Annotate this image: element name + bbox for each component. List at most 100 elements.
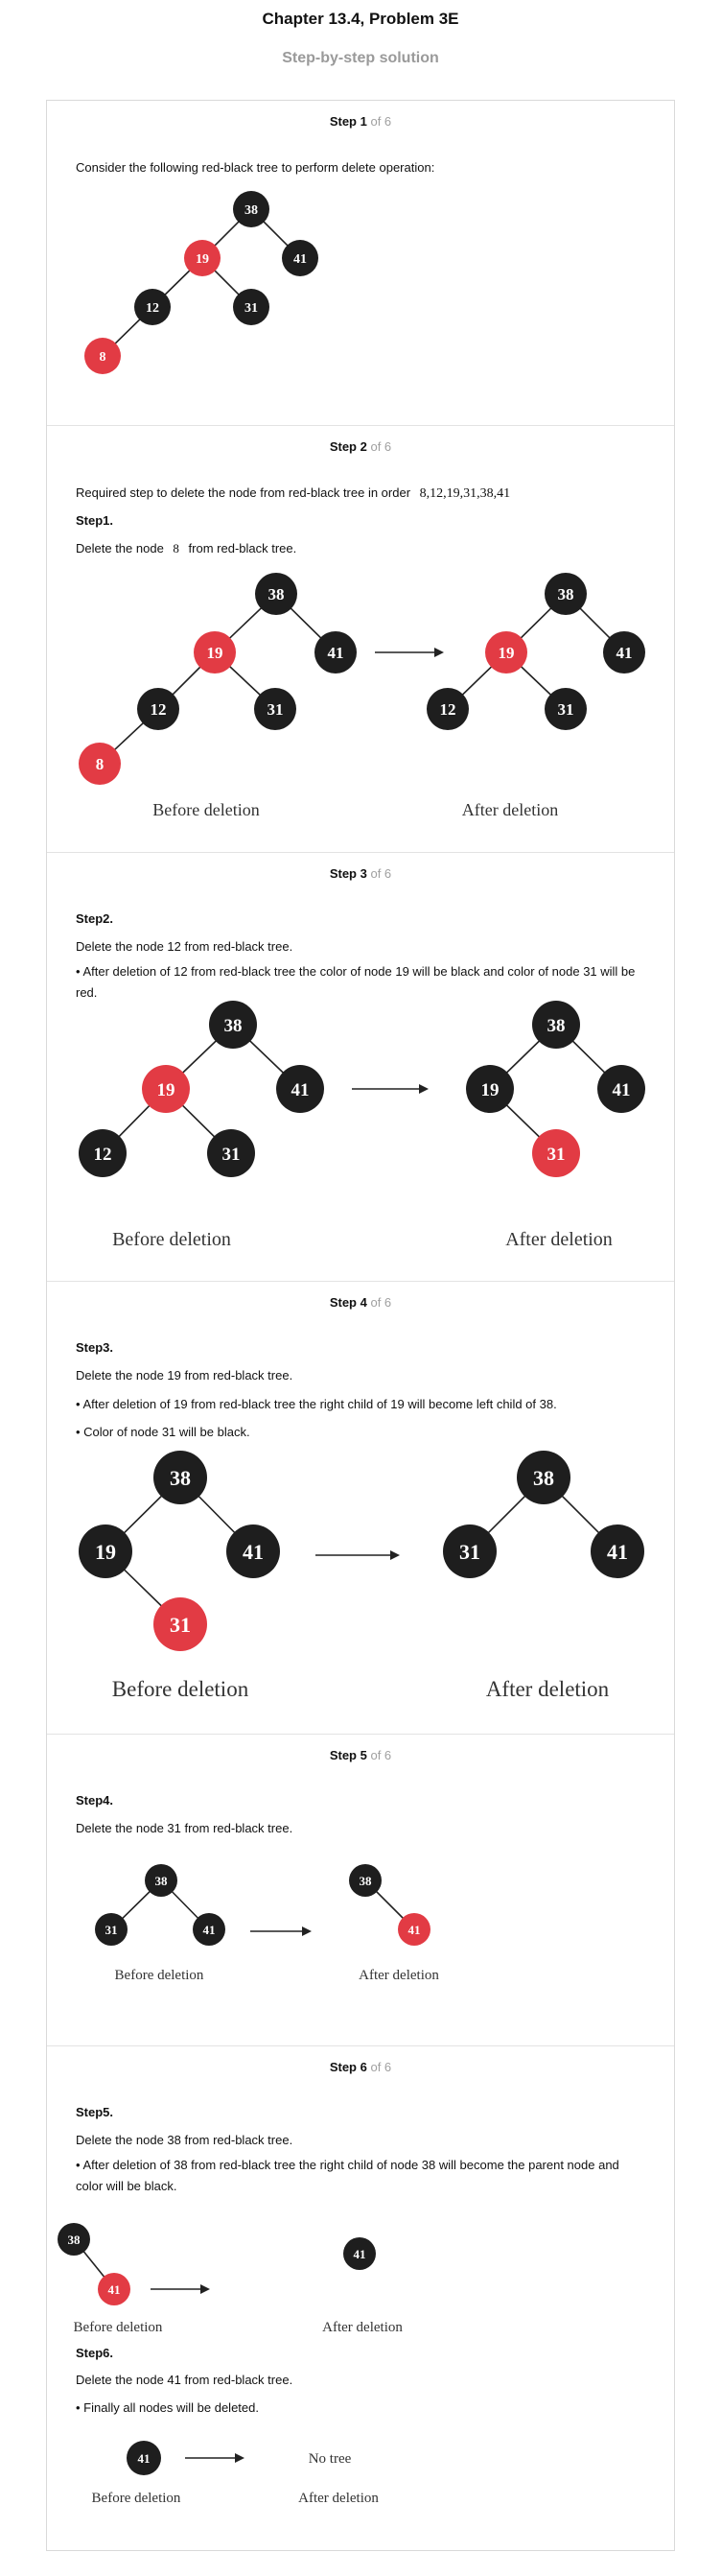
node-19: 19 (184, 240, 221, 276)
step-6-text: Delete the node 38 from red-black tree. (76, 2133, 293, 2147)
after-node-38: 38 (532, 1001, 580, 1049)
svg-text:31: 31 (105, 1923, 118, 1937)
svg-text:12: 12 (440, 700, 456, 719)
step-4-before-caption: Before deletion (112, 1677, 249, 1701)
svg-text:38: 38 (558, 585, 574, 603)
svg-text:41: 41 (243, 1540, 264, 1564)
svg-text:12: 12 (146, 301, 159, 316)
node-38: 38 (233, 191, 269, 227)
before-node-38: 38 (209, 1001, 257, 1049)
before-node-12: 12 (137, 688, 179, 730)
before-node-31: 31 (207, 1129, 255, 1177)
before-node-41: 41 (226, 1524, 280, 1578)
step-4-substep: Step3. (76, 1340, 114, 1355)
svg-text:19: 19 (196, 252, 209, 267)
svg-text:41: 41 (613, 1080, 631, 1100)
svg-text:41: 41 (293, 252, 307, 267)
svg-text:8: 8 (96, 755, 105, 773)
step-6-diagram-a: 38 41 41 Before deletion After deletion (58, 2223, 403, 2335)
svg-text:31: 31 (547, 1145, 566, 1165)
step-6-label: Step 6 (329, 2060, 367, 2074)
step-2-after-caption: After deletion (462, 800, 558, 819)
after-node-38: 38 (349, 1864, 382, 1897)
no-tree-label: No tree (309, 2451, 352, 2467)
step-2-intro-text: Required step to delete the node from re… (76, 485, 411, 500)
svg-text:19: 19 (207, 644, 223, 662)
arrow-icon (375, 648, 444, 657)
svg-text:41: 41 (408, 1923, 421, 1937)
svg-text:12: 12 (151, 700, 167, 719)
svg-text:41: 41 (203, 1923, 216, 1937)
step-1-of: of 6 (370, 114, 392, 129)
step-2-intro: Required step to delete the node from re… (76, 485, 510, 502)
svg-text:41: 41 (607, 1540, 628, 1564)
node-41: 41 (282, 240, 318, 276)
after-node-41: 41 (597, 1065, 645, 1113)
step-4-section: Step 4 of 6 Step3. Delete the node 19 fr… (47, 1281, 674, 1735)
step-6-substep: Step5. (76, 2105, 114, 2119)
svg-text:38: 38 (360, 1874, 373, 1888)
svg-text:38: 38 (155, 1874, 169, 1888)
after-node-19: 19 (466, 1065, 514, 1113)
before-node-41: 41 (314, 631, 357, 674)
arrow-icon (250, 1926, 312, 1936)
before-node-38: 38 (58, 2223, 90, 2256)
step-5-text: Delete the node 31 from red-black tree. (76, 1821, 293, 1835)
svg-text:41: 41 (328, 644, 344, 662)
final-node-41: 41 (127, 2441, 161, 2475)
step-3-before-caption: Before deletion (112, 1229, 231, 1250)
step-6-section: Step 6 of 6 Step5. Delete the node 38 fr… (47, 2045, 674, 2551)
step-6-of: of 6 (370, 2060, 392, 2074)
step-2-text: Delete the node 8 from red-black tree. (76, 541, 296, 556)
step-6-diagram-b: 41 No tree Before deletion After deletio… (92, 2441, 379, 2506)
step-2-of: of 6 (370, 439, 392, 454)
svg-text:12: 12 (94, 1145, 112, 1165)
page-subtitle: Step-by-step solution (282, 50, 439, 66)
step-5-heading: Step 5 of 6 (47, 1748, 674, 1762)
step-4-label: Step 4 (329, 1295, 367, 1310)
step-2-section: Step 2 of 6 Required step to delete the … (47, 425, 674, 853)
svg-text:19: 19 (499, 644, 515, 662)
step-6-text-2: Delete the node 41 from red-black tree. (76, 2373, 293, 2387)
step-6-after-caption: After deletion (322, 2320, 403, 2335)
svg-text:41: 41 (616, 644, 633, 662)
step-3-bullet: • After deletion of 12 from red-black tr… (76, 964, 636, 1000)
after-node-41: 41 (591, 1524, 644, 1578)
svg-text:38: 38 (224, 1016, 243, 1036)
step-5-before-caption: Before deletion (115, 1968, 204, 1983)
step-5-section: Step 5 of 6 Step4. Delete the node 31 fr… (47, 1734, 674, 2046)
after-node-41: 41 (343, 2237, 376, 2270)
before-node-31: 31 (153, 1597, 207, 1651)
step-2-label: Step 2 (329, 439, 367, 454)
step-2-heading: Step 2 of 6 (47, 439, 674, 454)
arrow-icon (315, 1550, 400, 1560)
svg-text:38: 38 (268, 585, 285, 603)
step-3-heading: Step 3 of 6 (47, 866, 674, 881)
arrow-icon (352, 1084, 429, 1094)
step-4-diagram: 38 19 41 31 38 31 41 Before deletion Aft… (79, 1451, 644, 1701)
before-node-8: 8 (79, 743, 121, 785)
step-2-text-suffix: from red-black tree. (188, 541, 297, 555)
step-5-diagram: 38 31 41 38 41 Before deletion After del… (95, 1864, 439, 1983)
step-5-after-caption: After deletion (359, 1968, 439, 1983)
step-3-section: Step 3 of 6 Step2. Delete the node 12 fr… (47, 852, 674, 1282)
step-6-after-caption-2: After deletion (298, 2491, 379, 2506)
step-5-substep: Step4. (76, 1793, 114, 1808)
after-node-38: 38 (517, 1451, 570, 1504)
step-3-diagram: 38 19 41 12 31 38 19 41 31 Before deleti… (79, 1001, 645, 1250)
step-3-text: Delete the node 12 from red-black tree. (76, 939, 293, 954)
svg-text:38: 38 (68, 2233, 81, 2247)
after-node-41: 41 (603, 631, 645, 674)
step-3-after-caption: After deletion (505, 1229, 613, 1250)
before-node-31: 31 (254, 688, 296, 730)
step-2-text-node: 8 (173, 541, 179, 555)
svg-text:31: 31 (222, 1145, 241, 1165)
arrow-icon (185, 2453, 244, 2463)
svg-text:38: 38 (244, 203, 258, 218)
after-node-38: 38 (545, 573, 587, 615)
step-3-substep: Step2. (76, 911, 114, 926)
step-2-diagram: 38 19 41 12 31 8 38 19 41 12 (79, 573, 645, 819)
arrow-icon (151, 2284, 210, 2294)
step-1-section: Step 1 of 6 Consider the following red-b… (47, 101, 674, 425)
